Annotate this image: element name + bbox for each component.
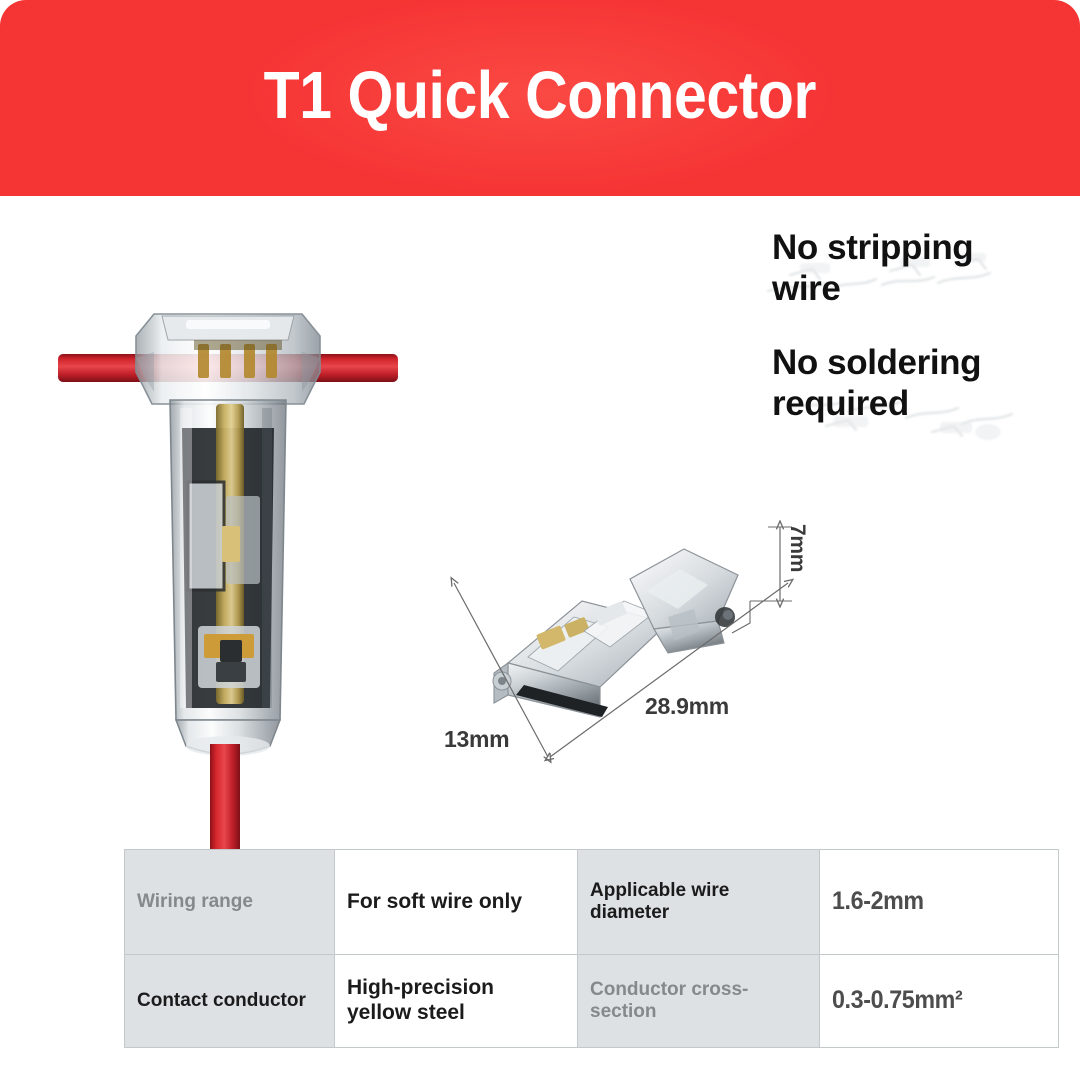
spec-label-text: Applicable wire diameter [590,879,730,923]
spec-label-wiring-range: Wiring range [124,849,335,955]
spec-value-conductor-cross-section: 0.3-0.75mm² [819,954,1059,1048]
spec-label-applicable-wire-diameter: Applicable wire diameter [577,849,820,955]
product-dimension-diagram [432,505,832,795]
spec-label-text: Conductor cross-section [590,978,749,1022]
table-row: Wiring range For soft wire only Applicab… [124,849,1059,955]
spec-label-text: Wiring range [137,890,253,912]
specification-table: Wiring range For soft wire only Applicab… [124,849,1059,1048]
spec-label-conductor-cross-section: Conductor cross-section [577,954,820,1048]
spec-label-contact-conductor: Contact conductor [124,954,335,1048]
spec-value-text: For soft wire only [347,889,523,913]
dimension-label-length: 28.9mm [645,693,729,719]
spec-value-contact-conductor: High-precision yellow steel [334,954,578,1048]
spec-label-text: Contact conductor [137,989,306,1011]
spec-value-text: High-precision yellow steel [347,976,495,1024]
spec-value-wiring-range: For soft wire only [334,849,578,955]
spec-value-text: 1.6-2mm [832,887,924,916]
product-main-photo [58,313,398,860]
table-row: Contact conductor High-precision yellow … [124,954,1059,1048]
header-banner: T1 Quick Connector [0,0,1080,196]
feature-text-no-soldering: No soldering required [772,343,982,423]
page-title: T1 Quick Connector [263,57,817,133]
dimension-label-height: 7mm [786,524,809,573]
dimension-label-width: 13mm [444,726,510,752]
feature-text-no-stripping: No stripping wire [772,228,974,308]
spec-value-applicable-wire-diameter: 1.6-2mm [819,849,1059,955]
spec-value-text: 0.3-0.75mm² [832,986,963,1015]
